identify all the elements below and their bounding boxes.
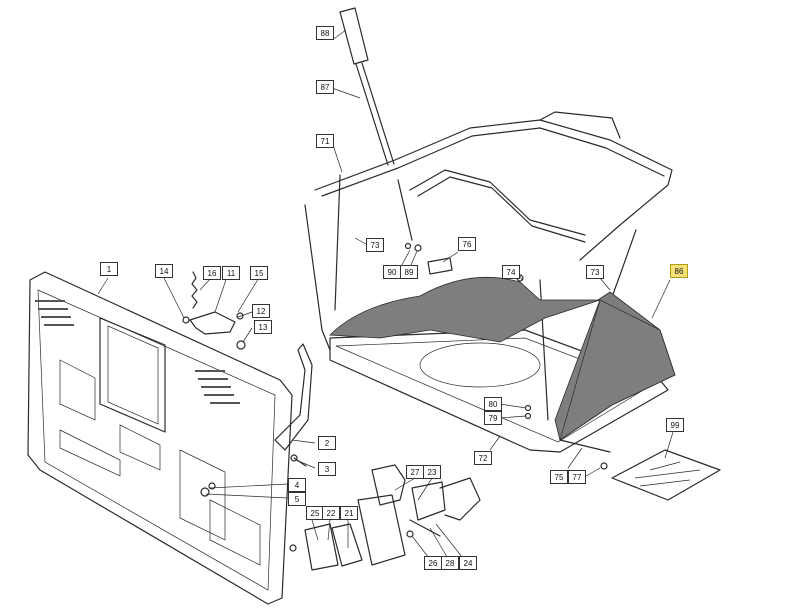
callout-88: 88 — [316, 26, 334, 40]
callout-74: 74 — [502, 265, 520, 279]
callout-27: 27 — [406, 465, 424, 479]
callout-15: 15 — [250, 266, 268, 280]
callout-24: 24 — [459, 556, 477, 570]
grass-bag — [329, 276, 676, 441]
callout-86: 86 — [670, 264, 688, 278]
hardware-bag — [611, 449, 721, 501]
callout-75: 75 — [550, 470, 568, 484]
spring-lever-assembly — [182, 271, 246, 350]
leader-lines — [97, 29, 674, 563]
callout-87: 87 — [316, 80, 334, 94]
callout-80: 80 — [484, 397, 502, 411]
switch-parts — [289, 464, 481, 571]
callout-14: 14 — [155, 264, 173, 278]
callout-12: 12 — [252, 304, 270, 318]
callout-3: 3 — [318, 462, 336, 476]
callout-13: 13 — [254, 320, 272, 334]
callout-25: 25 — [306, 506, 324, 520]
callout-2: 2 — [318, 436, 336, 450]
bracket-2 — [274, 343, 313, 451]
callout-79: 79 — [484, 411, 502, 425]
catcher-small-parts — [404, 242, 532, 420]
callout-72: 72 — [474, 451, 492, 465]
callout-11: 11 — [222, 266, 240, 280]
callout-76: 76 — [458, 237, 476, 251]
callout-26: 26 — [424, 556, 442, 570]
callout-89: 89 — [400, 265, 418, 279]
callout-28: 28 — [441, 556, 459, 570]
callout-21: 21 — [340, 506, 358, 520]
callout-16: 16 — [203, 266, 221, 280]
callout-99: 99 — [666, 418, 684, 432]
callout-73-right: 73 — [586, 265, 604, 279]
callout-23: 23 — [423, 465, 441, 479]
callout-73-left: 73 — [366, 238, 384, 252]
hardware-bag-contents — [634, 461, 701, 487]
callout-90: 90 — [383, 265, 401, 279]
callout-5: 5 — [288, 492, 306, 506]
callout-22: 22 — [322, 506, 340, 520]
callout-4: 4 — [288, 478, 306, 492]
callout-77: 77 — [568, 470, 586, 484]
callout-1: 1 — [100, 262, 118, 276]
callout-71: 71 — [316, 134, 334, 148]
chassis-plate — [27, 271, 293, 605]
